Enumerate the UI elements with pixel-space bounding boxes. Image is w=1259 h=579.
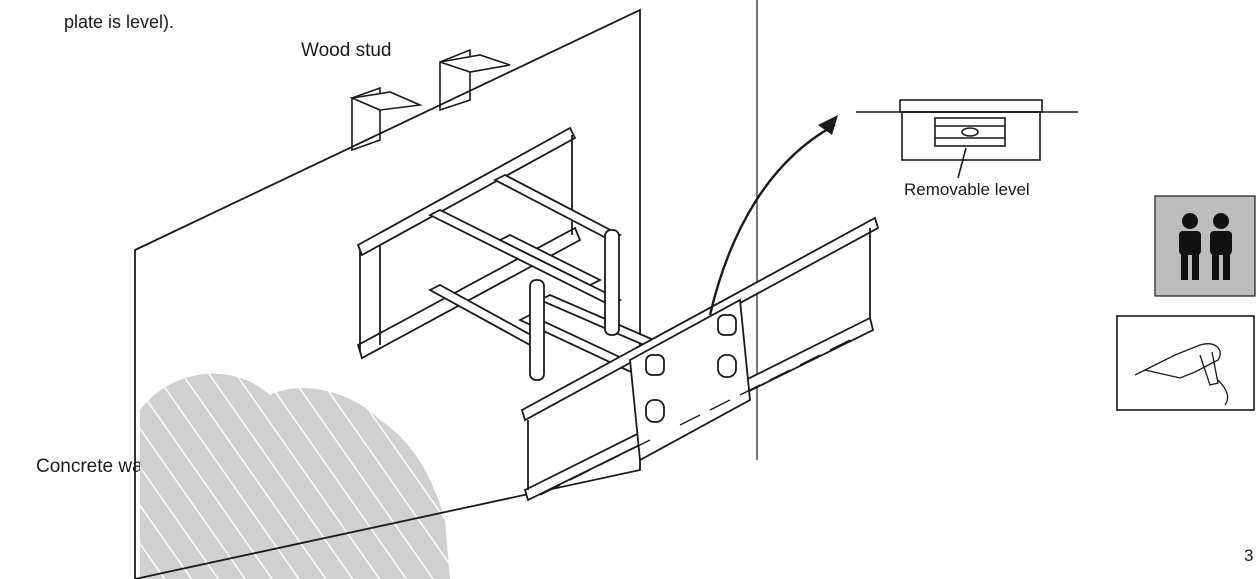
wood-stud-label: Wood stud (301, 40, 392, 61)
page-number: 3 (1244, 546, 1254, 565)
level-arrow (708, 123, 836, 316)
level-arrow-head (818, 115, 838, 135)
tv-plate (520, 216, 880, 502)
two-person-icon (1154, 195, 1256, 297)
concrete-hatch (140, 373, 450, 579)
wall-plane (134, 8, 641, 579)
concrete-wall-label: Concrete wa (36, 456, 143, 477)
removable-level-label: Removable level (904, 180, 1030, 199)
intro-text: plate is level). (64, 12, 175, 32)
drill-icon (1116, 315, 1255, 411)
level-detail (856, 99, 1078, 179)
tv-plate-slots (539, 339, 851, 496)
wall-plate (356, 126, 582, 360)
